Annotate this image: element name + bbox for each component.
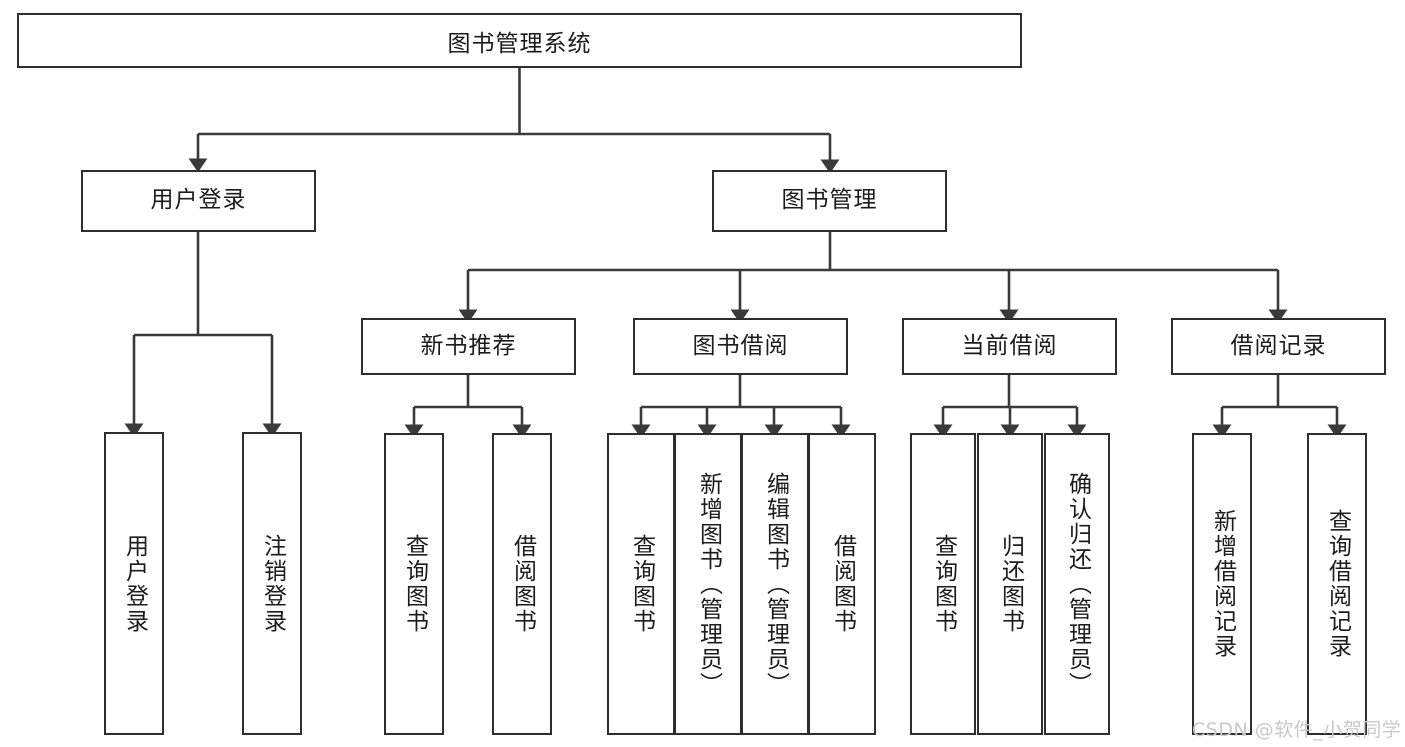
node-root-label: 图书管理系统: [447, 30, 592, 57]
leaf-query-book-1[interactable]: 查询图书: [384, 433, 444, 735]
leaf-logout-login-label: 注销登录: [259, 533, 286, 634]
leaf-borrow-book-2-label: 借阅图书: [829, 534, 856, 634]
leaf-return-book[interactable]: 归还图书: [977, 433, 1043, 735]
leaf-query-book-3[interactable]: 查询图书: [910, 433, 976, 735]
node-book-management-label: 图书管理: [781, 187, 878, 214]
leaf-user-login[interactable]: 用户登录: [104, 432, 164, 735]
leaf-query-record-label: 查询借阅记录: [1324, 509, 1351, 659]
node-book-management[interactable]: 图书管理: [712, 170, 947, 232]
leaf-edit-book[interactable]: 编辑图书（管理员）: [741, 433, 809, 735]
node-borrow-record-label: 借阅记录: [1230, 332, 1327, 359]
node-user-login[interactable]: 用户登录: [81, 170, 316, 232]
leaf-query-book-2[interactable]: 查询图书: [607, 433, 675, 735]
csdn-watermark: CSDN @软件_小贺同学: [1192, 719, 1402, 741]
leaf-query-record[interactable]: 查询借阅记录: [1307, 433, 1367, 735]
leaf-query-book-1-label: 查询图书: [401, 534, 428, 634]
leaf-add-record-label: 新增借阅记录: [1209, 509, 1236, 659]
node-user-login-label: 用户登录: [150, 187, 247, 214]
leaf-confirm-return-label: 确认归还（管理员）: [1064, 471, 1091, 697]
leaf-query-book-2-label: 查询图书: [628, 534, 655, 634]
leaf-add-book-label: 新增图书（管理员）: [695, 471, 722, 697]
node-new-book-recommend[interactable]: 新书推荐: [361, 318, 576, 375]
node-borrow-record[interactable]: 借阅记录: [1171, 318, 1386, 375]
leaf-user-login-label: 用户登录: [121, 533, 148, 634]
leaf-edit-book-label: 编辑图书（管理员）: [762, 471, 789, 697]
node-book-borrow-label: 图书借阅: [692, 332, 789, 359]
node-book-borrow[interactable]: 图书借阅: [633, 318, 848, 375]
leaf-return-book-label: 归还图书: [997, 534, 1024, 634]
node-new-book-recommend-label: 新书推荐: [420, 332, 517, 359]
leaf-borrow-book-2[interactable]: 借阅图书: [808, 433, 876, 735]
leaf-query-book-3-label: 查询图书: [930, 534, 957, 634]
node-current-borrow-label: 当前借阅: [961, 332, 1058, 359]
leaf-confirm-return[interactable]: 确认归还（管理员）: [1044, 433, 1110, 735]
leaf-add-record[interactable]: 新增借阅记录: [1192, 433, 1252, 735]
node-root-book-management-system[interactable]: 图书管理系统: [17, 13, 1022, 68]
node-current-borrow[interactable]: 当前借阅: [902, 318, 1117, 375]
leaf-add-book[interactable]: 新增图书（管理员）: [674, 433, 742, 735]
leaf-logout-login[interactable]: 注销登录: [242, 432, 302, 735]
leaf-borrow-book-1-label: 借阅图书: [509, 534, 536, 634]
leaf-borrow-book-1[interactable]: 借阅图书: [492, 433, 552, 735]
